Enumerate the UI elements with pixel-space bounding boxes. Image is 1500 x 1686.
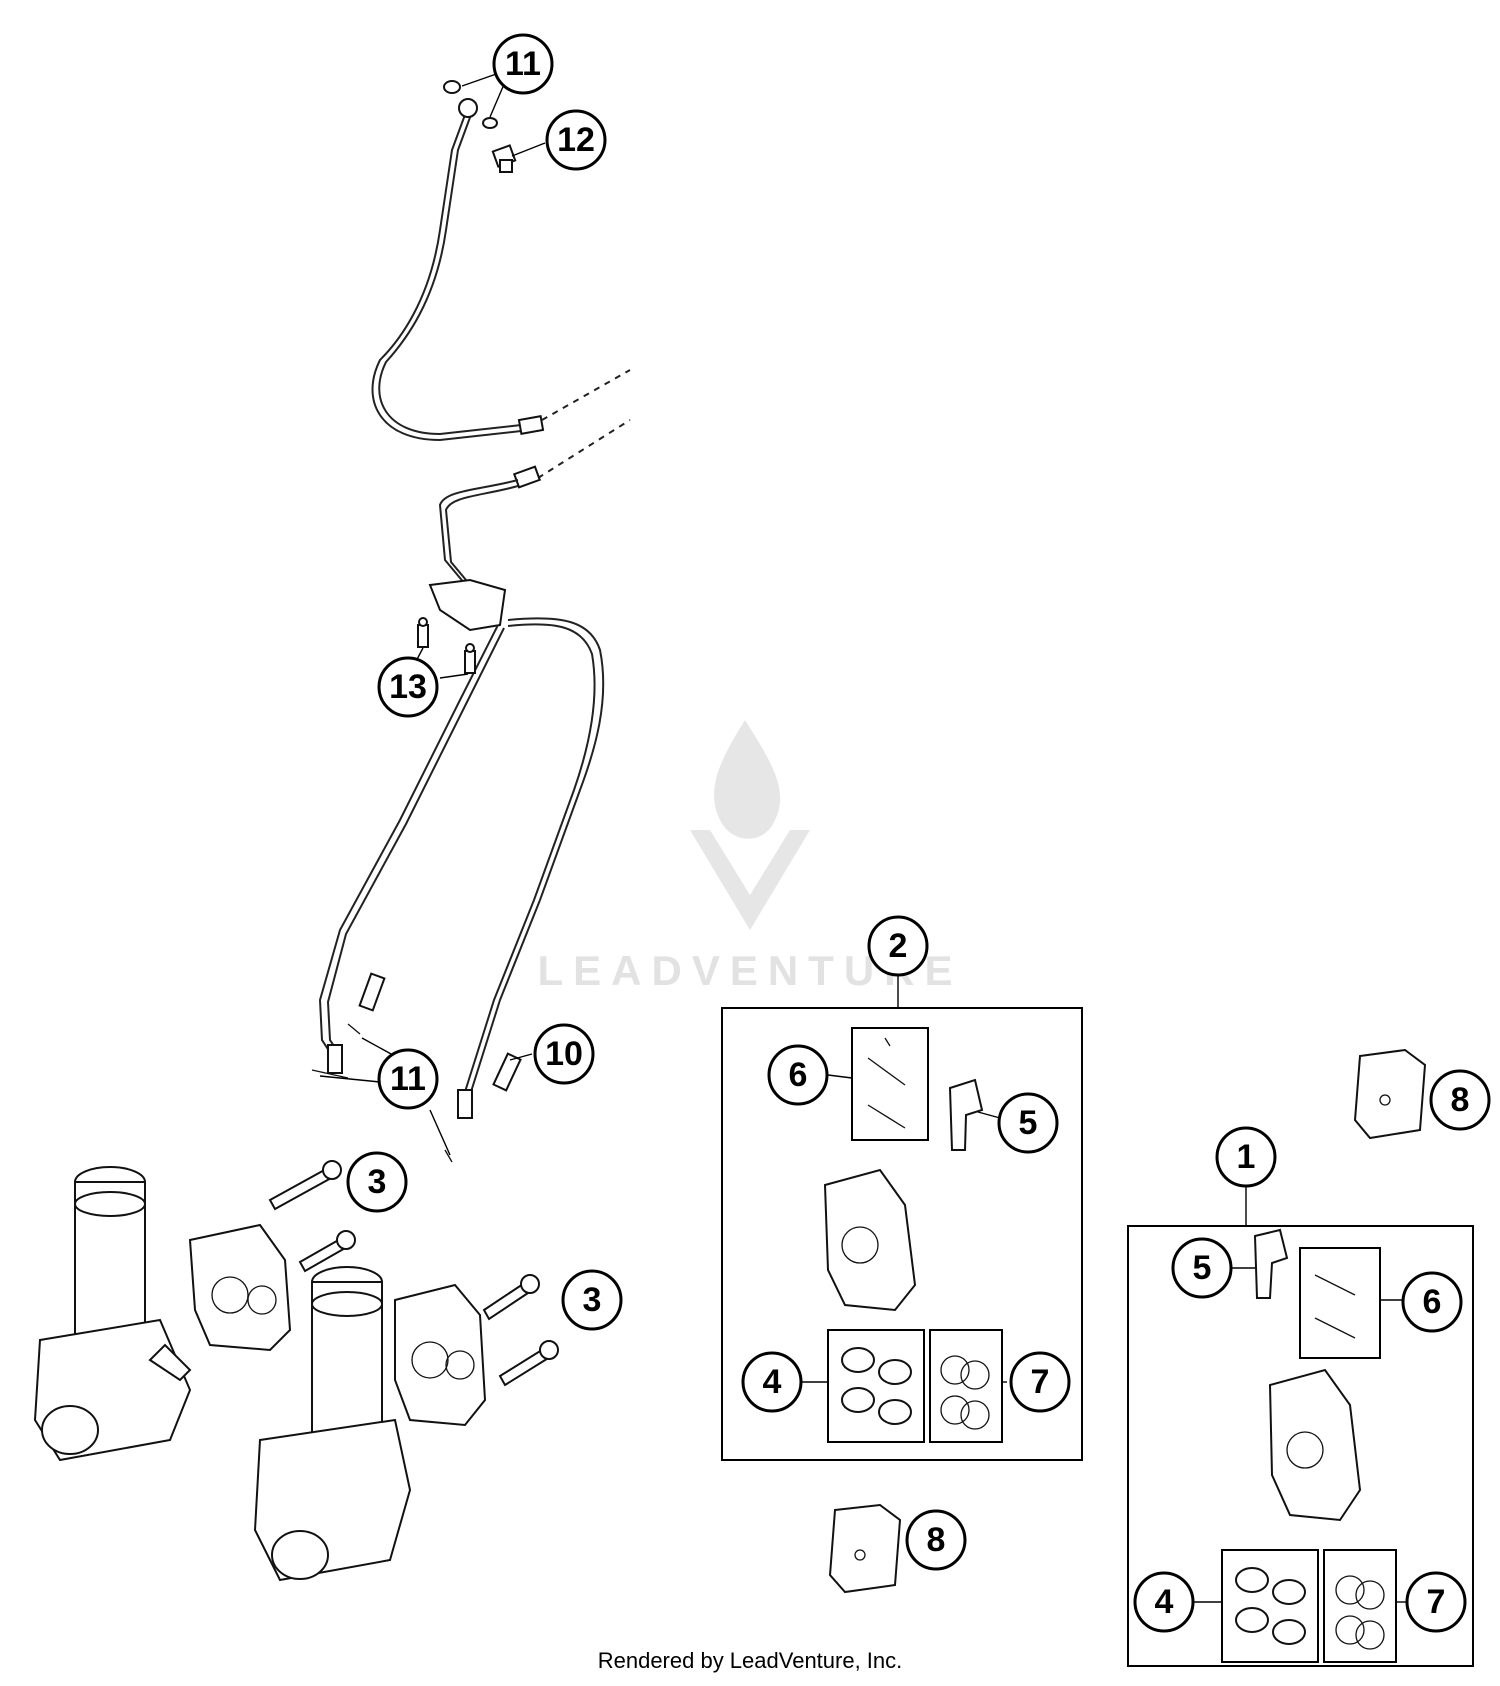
svg-text:13: 13 [389, 668, 427, 706]
callout-4-group1: 4 [1133, 1571, 1195, 1633]
svg-text:6: 6 [789, 1056, 808, 1094]
svg-text:4: 4 [763, 1363, 782, 1401]
svg-text:4: 4 [1155, 1583, 1174, 1621]
caliper-body-1 [1268, 1368, 1362, 1522]
caliper-bolts [268, 1160, 559, 1387]
piston-box-1 [1221, 1549, 1319, 1663]
pin-box-1 [1299, 1247, 1381, 1359]
callout-11-bottom: 11 [377, 1048, 439, 1110]
lower-fittings [311, 972, 522, 1163]
banjo-fitting [457, 1089, 473, 1119]
fork-leg-left [33, 1166, 192, 1462]
svg-text:3: 3 [368, 1163, 387, 1201]
callout-7-group1: 7 [1405, 1571, 1467, 1633]
svg-text:7: 7 [1031, 1363, 1050, 1401]
bleeder-screws [417, 617, 476, 674]
kit-box-2 [721, 1007, 1083, 1461]
svg-text:2: 2 [889, 927, 908, 965]
callout-12: 12 [545, 109, 607, 171]
seal-box-1 [1323, 1549, 1397, 1663]
brake-pad-right [1353, 1048, 1427, 1140]
svg-text:12: 12 [557, 121, 595, 159]
brake-pad-mid [828, 1503, 902, 1594]
piston-box-2 [827, 1329, 925, 1443]
piston-icon [841, 1347, 912, 1425]
pin-icon [1314, 1274, 1356, 1339]
callout-8-right: 8 [1429, 1069, 1491, 1131]
spring-clip-icon [948, 1078, 984, 1151]
svg-text:10: 10 [545, 1035, 583, 1073]
svg-text:7: 7 [1427, 1583, 1446, 1621]
callout-13: 13 [377, 656, 439, 718]
callout-6-group2: 6 [767, 1044, 829, 1106]
callout-1: 1 [1215, 1126, 1277, 1188]
flame-logo-icon [690, 720, 810, 930]
svg-text:8: 8 [1451, 1081, 1470, 1119]
bolt-icon [491, 144, 517, 173]
callout-5-group1: 5 [1171, 1237, 1233, 1299]
seal-ring-icon [940, 1355, 990, 1430]
pin-icon [867, 1037, 906, 1129]
leader-lines [319, 71, 1407, 1603]
svg-text:1: 1 [1237, 1138, 1256, 1176]
spring-clip-icon [1253, 1228, 1289, 1299]
svg-text:11: 11 [390, 1060, 426, 1098]
pin-box-2 [851, 1027, 929, 1141]
callout-11-top: 11 [492, 33, 554, 95]
callout-5-group2: 5 [997, 1092, 1059, 1154]
callout-4-group2: 4 [741, 1351, 803, 1413]
svg-text:5: 5 [1019, 1104, 1038, 1142]
fork-leg-right [253, 1266, 412, 1582]
banjo-fitting [327, 1044, 343, 1074]
callout-7-group2: 7 [1009, 1351, 1071, 1413]
seal-ring-icon [1335, 1575, 1385, 1650]
svg-text:11: 11 [505, 45, 541, 83]
footer-credit: Rendered by LeadVenture, Inc. [597, 1648, 903, 1673]
seal-box-2 [929, 1329, 1003, 1443]
top-fittings [443, 80, 517, 173]
svg-text:3: 3 [583, 1281, 602, 1319]
brake-hose-assembly [318, 111, 631, 1119]
kit-box-1 [1127, 1225, 1474, 1667]
svg-text:8: 8 [927, 1521, 946, 1559]
callout-10: 10 [533, 1023, 595, 1085]
piston-icon [1235, 1567, 1306, 1645]
svg-text:5: 5 [1193, 1249, 1212, 1287]
caliper-right [394, 1283, 487, 1427]
svg-text:6: 6 [1423, 1283, 1442, 1321]
callout-3-a: 3 [346, 1151, 408, 1213]
caliper-left [188, 1223, 292, 1352]
callout-6-group1: 6 [1401, 1271, 1463, 1333]
callout-3-b: 3 [561, 1269, 623, 1331]
callout-2: 2 [867, 915, 929, 977]
caliper-body-2 [823, 1168, 917, 1312]
callout-8-mid: 8 [905, 1509, 967, 1571]
